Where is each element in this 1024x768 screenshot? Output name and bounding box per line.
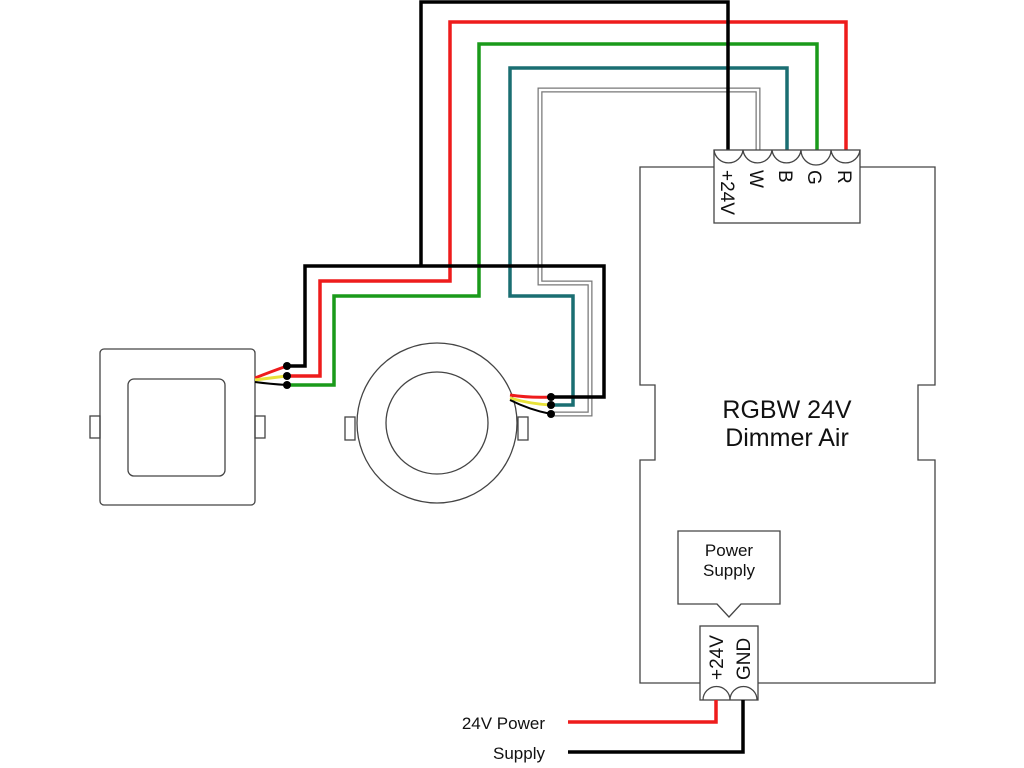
terminal-label-r: R: [833, 170, 854, 184]
terminal-label-b: B: [774, 170, 795, 183]
wire-blue: [508, 66, 789, 407]
terminal-label-g: G: [803, 170, 824, 185]
splice-dot: [547, 393, 555, 401]
splice-dot: [283, 372, 291, 380]
splice-dot: [547, 410, 555, 418]
power-callout-line2: Supply: [703, 561, 755, 580]
controller-body: [639, 166, 936, 684]
wire-red: [287, 20, 848, 378]
supply-wire-ground: [568, 700, 745, 754]
wire-white: [537, 87, 761, 417]
power-terminal-block: +24V GND: [699, 625, 759, 701]
splice-dot: [547, 401, 555, 409]
controller-title-line1: RGBW 24V: [722, 396, 852, 424]
power-terminal-label-gnd: GND: [734, 638, 755, 680]
output-terminal-block: +24V W B G R: [713, 149, 861, 224]
splice-dot: [283, 381, 291, 389]
round-light-leads: [509, 393, 555, 418]
supply-wire-positive: [568, 700, 718, 724]
terminal-label-24v: +24V: [716, 170, 737, 215]
square-led-light: [89, 348, 266, 506]
wire-green: [287, 42, 819, 387]
power-supply-label-line2: Supply: [493, 744, 545, 763]
square-light-leads: [254, 362, 291, 389]
wire-plus24v: [287, 0, 730, 399]
power-terminal-label-24v: +24V: [707, 635, 728, 680]
power-supply-label-line1: 24V Power: [462, 714, 545, 733]
power-callout-line1: Power: [705, 541, 754, 560]
power-supply-callout: Power Supply: [677, 530, 781, 618]
splice-dot: [283, 362, 291, 370]
terminal-label-w: W: [745, 170, 766, 188]
round-led-light: [344, 342, 529, 504]
controller-title-line2: Dimmer Air: [725, 424, 849, 452]
